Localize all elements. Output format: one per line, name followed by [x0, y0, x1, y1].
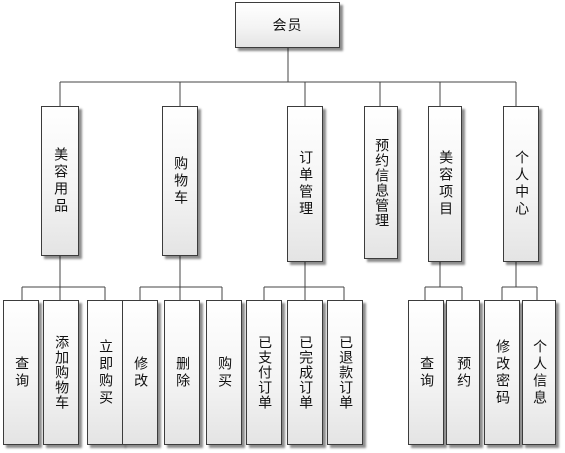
leaf-label: 删除: [174, 355, 191, 390]
leaf-node: 立即购买: [87, 300, 123, 445]
leaf-label: 预约: [455, 355, 472, 390]
leaf-node: 已完成订单: [287, 300, 323, 445]
module-node-beauty-projects: 美容项目: [428, 106, 462, 262]
module-label: 购物车: [172, 155, 189, 207]
module-node-reservation-info: 预约信息管理: [364, 106, 398, 259]
leaf-label: 查询: [13, 355, 30, 390]
module-node-shopping-cart: 购物车: [162, 106, 198, 256]
leaf-node: 修改密码: [484, 300, 520, 445]
leaf-node: 查询: [408, 300, 444, 445]
leaf-node: 已退款订单: [327, 300, 363, 445]
root-label: 会员: [272, 18, 303, 34]
leaf-label: 个人信息: [531, 338, 548, 407]
leaf-node: 添加购物车: [43, 300, 79, 445]
module-label: 订单管理: [297, 150, 314, 218]
module-label: 美容项目: [437, 150, 454, 218]
leaf-label: 修改密码: [494, 338, 511, 407]
leaf-label: 已支付订单: [256, 335, 273, 410]
leaf-label: 购买: [216, 355, 233, 390]
leaf-node: 查询: [3, 300, 39, 445]
leaf-label: 已完成订单: [297, 335, 314, 410]
leaf-label: 查询: [418, 355, 435, 390]
module-label: 预约信息管理: [373, 137, 390, 228]
leaf-node: 预约: [446, 300, 480, 445]
module-label: 美容用品: [52, 147, 69, 215]
root-node: 会员: [235, 2, 340, 48]
leaf-node: 个人信息: [522, 300, 556, 445]
leaf-label: 添加购物车: [53, 335, 70, 410]
leaf-label: 立即购买: [97, 338, 114, 407]
leaf-node: 购买: [206, 300, 242, 445]
module-node-order-management: 订单管理: [287, 106, 323, 262]
leaf-label: 已退款订单: [337, 335, 354, 410]
leaf-node: 修改: [122, 300, 158, 445]
module-label: 个人中心: [513, 150, 530, 218]
leaf-node: 已支付订单: [246, 300, 282, 445]
leaf-label: 修改: [132, 355, 149, 390]
leaf-node: 删除: [164, 300, 200, 445]
module-node-personal-center: 个人中心: [503, 106, 539, 262]
module-node-beauty-products: 美容用品: [41, 106, 79, 256]
